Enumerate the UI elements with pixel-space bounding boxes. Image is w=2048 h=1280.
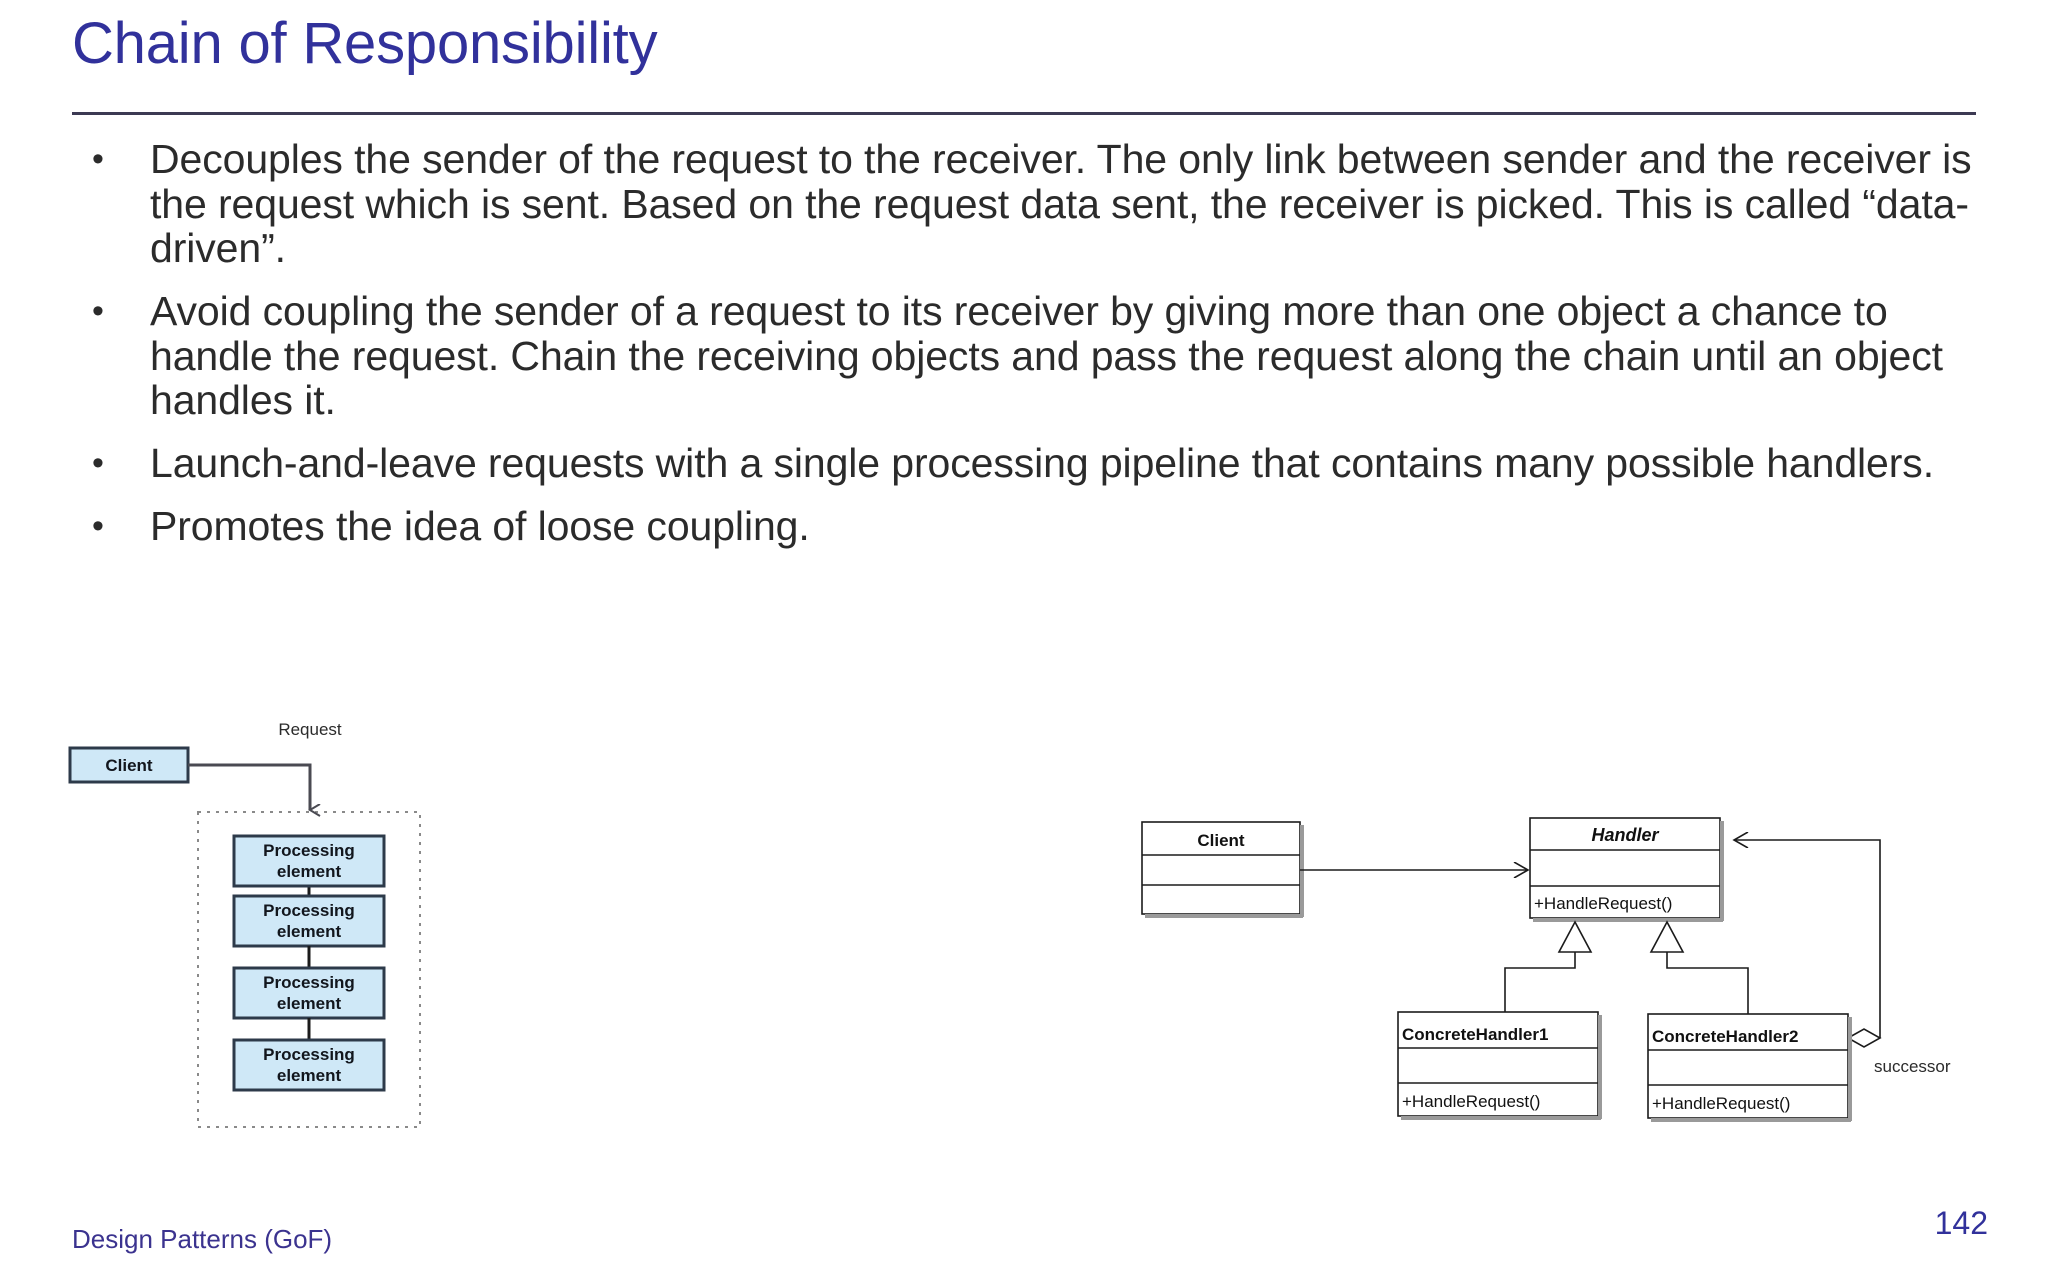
- processing-element-line1: Processing: [263, 1045, 355, 1064]
- uml-generalization-line: [1504, 952, 1576, 1012]
- bullet-glyph: •: [92, 507, 104, 546]
- page-title: Chain of Responsibility: [72, 11, 658, 76]
- processing-element-line1: Processing: [263, 841, 355, 860]
- chain-pipeline-diagram: Client Request Processing element Proces…: [60, 700, 680, 1230]
- processing-element-line1: Processing: [263, 973, 355, 992]
- bullet-list: • Decouples the sender of the request to…: [72, 137, 1982, 567]
- bullet-glyph: •: [92, 140, 104, 179]
- uml-class-name: ConcreteHandler2: [1652, 1027, 1798, 1046]
- list-item-text: Decouples the sender of the request to t…: [150, 136, 1972, 272]
- list-item-text: Promotes the idea of loose coupling.: [150, 502, 810, 549]
- uml-generalization-triangle: [1557, 920, 1593, 953]
- request-connector: [188, 763, 310, 810]
- uml-class-name: Handler: [1591, 825, 1659, 845]
- list-item: • Launch-and-leave requests with a singl…: [72, 441, 1982, 486]
- request-label: Request: [278, 720, 342, 739]
- title-divider: [72, 112, 1976, 115]
- processing-element-line2: element: [277, 994, 342, 1013]
- bullet-glyph: •: [92, 444, 104, 483]
- uml-operation: +HandleRequest(): [1652, 1094, 1790, 1113]
- uml-class-handler: Handler +HandleRequest(): [1529, 817, 1724, 922]
- list-item-text: Avoid coupling the sender of a request t…: [150, 288, 1943, 424]
- processing-element-box: Processing element: [232, 894, 386, 948]
- processing-element-box: Processing element: [232, 834, 386, 888]
- page-number: 142: [1934, 1205, 1988, 1241]
- chain-of-responsibility-uml: Client Handler +HandleRequest() successo…: [1130, 800, 2030, 1160]
- uml-class-client: Client: [1141, 821, 1304, 918]
- list-item-text: Launch-and-leave requests with a single …: [150, 440, 1934, 487]
- pipeline-svg: Client Request Processing element Proces…: [68, 720, 421, 1128]
- processing-element-line1: Processing: [263, 901, 355, 920]
- list-item: • Promotes the idea of loose coupling.: [72, 504, 1982, 549]
- client-label: Client: [105, 756, 153, 775]
- processing-element-box: Processing element: [232, 1038, 386, 1092]
- list-item: • Decouples the sender of the request to…: [72, 137, 1982, 271]
- uml-association-label: successor: [1874, 1057, 1951, 1076]
- uml-generalization-line: [1666, 952, 1749, 1014]
- uml-operation: +HandleRequest(): [1402, 1092, 1540, 1111]
- uml-class-concretehandler1: ConcreteHandler1 +HandleRequest(): [1397, 1011, 1602, 1120]
- uml-svg: Client Handler +HandleRequest() successo…: [1141, 817, 1951, 1122]
- processing-element-line2: element: [277, 1066, 342, 1085]
- uml-operation: +HandleRequest(): [1534, 894, 1672, 913]
- footer-label: Design Patterns (GoF): [72, 1224, 333, 1254]
- processing-element-line2: element: [277, 922, 342, 941]
- uml-class-name: Client: [1197, 831, 1245, 850]
- list-item: • Avoid coupling the sender of a request…: [72, 289, 1982, 423]
- client-box: Client: [68, 746, 190, 784]
- uml-class-concretehandler2: ConcreteHandler2 +HandleRequest(): [1647, 1013, 1852, 1122]
- uml-generalization-triangle: [1649, 920, 1685, 953]
- uml-class-name: ConcreteHandler1: [1402, 1025, 1548, 1044]
- processing-element-box: Processing element: [232, 966, 386, 1020]
- bullet-glyph: •: [92, 292, 104, 331]
- processing-element-line2: element: [277, 862, 342, 881]
- uml-aggregation-line: [1734, 840, 1881, 1038]
- uml-aggregation-diamond: [1846, 1028, 1882, 1048]
